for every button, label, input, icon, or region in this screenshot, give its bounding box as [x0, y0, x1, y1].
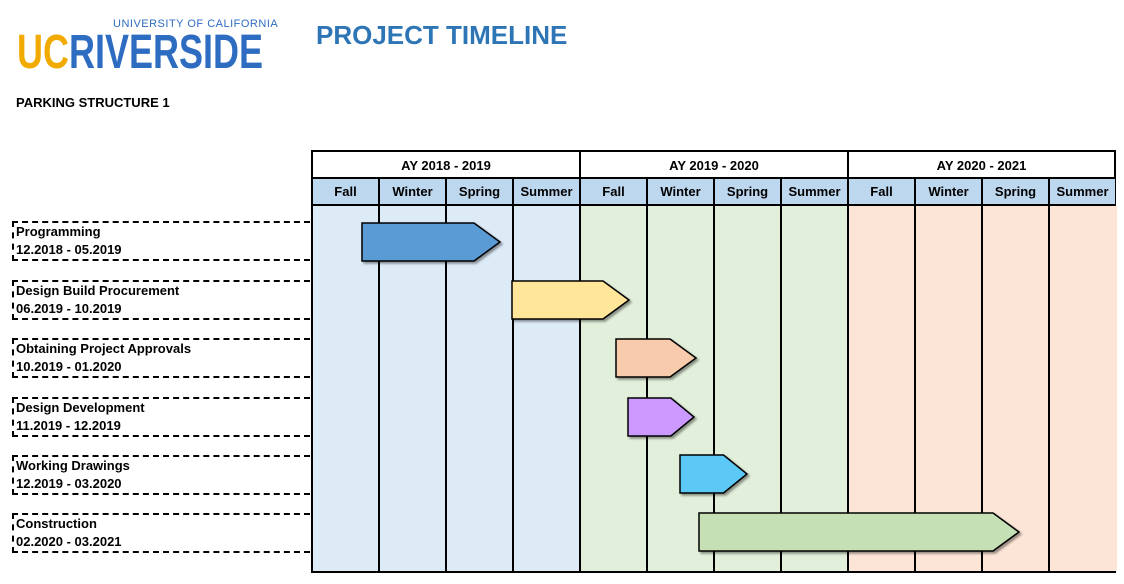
task-label: Design Build Procurement 06.2019 - 10.201…	[12, 280, 310, 320]
task-dates: 12.2019 - 03.2020	[16, 476, 122, 491]
task-label: Obtaining Project Approvals 10.2019 - 01.…	[12, 338, 310, 378]
logo-uc: UC	[17, 26, 69, 79]
season-header: Fall	[581, 179, 648, 206]
season-column	[514, 206, 581, 571]
task-name: Programming	[16, 224, 101, 239]
task-label: Programming 12.2018 - 05.2019	[12, 221, 310, 261]
season-header: Winter	[916, 179, 983, 206]
season-column	[648, 206, 715, 571]
season-header: Winter	[380, 179, 447, 206]
academic-year-header: AY 2020 - 2021	[849, 152, 1114, 179]
season-header: Fall	[313, 179, 380, 206]
task-bar	[679, 454, 749, 494]
season-header: Spring	[715, 179, 782, 206]
season-column	[983, 206, 1050, 571]
season-column	[447, 206, 514, 571]
season-column	[313, 206, 380, 571]
task-dates: 11.2019 - 12.2019	[16, 418, 121, 433]
task-dates: 10.2019 - 01.2020	[16, 359, 122, 374]
task-name: Construction	[16, 516, 97, 531]
season-column	[782, 206, 849, 571]
season-column	[916, 206, 983, 571]
task-label: Design Development 11.2019 - 12.2019	[12, 397, 310, 437]
task-name: Obtaining Project Approvals	[16, 341, 192, 356]
task-label: Working Drawings 12.2019 - 03.2020	[12, 455, 310, 495]
task-bar	[511, 280, 631, 320]
task-bar	[361, 222, 502, 262]
task-name: Design Build Procurement	[16, 283, 180, 298]
task-dates: 02.2020 - 03.2021	[16, 534, 122, 549]
season-header: Fall	[849, 179, 916, 206]
season-header: Spring	[983, 179, 1050, 206]
page-title: PROJECT TIMELINE	[316, 20, 568, 50]
task-name: Design Development	[16, 400, 145, 415]
logo-university: UNIVERSITY OF CALIFORNIA	[113, 18, 279, 30]
season-column	[1050, 206, 1117, 571]
season-header: Summer	[514, 179, 581, 206]
task-name: Working Drawings	[16, 458, 130, 473]
season-column	[849, 206, 916, 571]
logo-riverside: RIVERSIDE	[68, 26, 264, 79]
season-column	[715, 206, 782, 571]
task-bar	[698, 512, 1021, 552]
task-bar	[615, 338, 698, 378]
task-label: Construction 02.2020 - 03.2021	[12, 513, 310, 553]
task-dates: 12.2018 - 05.2019	[16, 242, 122, 257]
logo-wordmark: UCRIVERSIDE	[17, 26, 264, 79]
season-column	[581, 206, 648, 571]
academic-year-header: AY 2019 - 2020	[581, 152, 849, 179]
task-dates: 06.2019 - 10.2019	[16, 301, 122, 316]
season-header: Winter	[648, 179, 715, 206]
uc-riverside-logo: UNIVERSITY OF CALIFORNIA UCRIVERSIDE	[17, 18, 307, 79]
academic-year-header: AY 2018 - 2019	[313, 152, 581, 179]
season-header: Summer	[782, 179, 849, 206]
season-header: Summer	[1050, 179, 1115, 206]
task-bar	[627, 397, 696, 437]
season-header: Spring	[447, 179, 514, 206]
project-name: PARKING STRUCTURE 1	[16, 95, 170, 110]
season-column	[380, 206, 447, 571]
